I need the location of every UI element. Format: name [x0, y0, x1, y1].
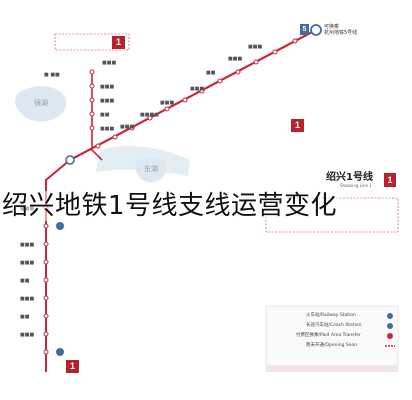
- station-label: ■■■: [20, 242, 35, 248]
- station: [43, 277, 49, 283]
- station-label: ■■■: [228, 56, 243, 62]
- donghu-lake: [135, 156, 167, 183]
- station: [43, 331, 49, 337]
- top-note-box: [54, 33, 130, 51]
- station-label: ■■■: [100, 98, 115, 104]
- line-logo-name-cn: 绍兴1号线: [326, 172, 373, 183]
- station-label: ■■■: [20, 296, 35, 302]
- terminal-label: 可换乘 杭州地铁5号线: [324, 24, 357, 36]
- station: [182, 97, 188, 103]
- diagonal-stations: [95, 38, 298, 149]
- station: [43, 223, 49, 229]
- station: [43, 349, 49, 355]
- line-logo-name-en: Shaoxing Line 1: [340, 183, 372, 188]
- station-label: ■■■: [100, 84, 115, 90]
- station: [43, 259, 49, 265]
- station: [112, 134, 118, 140]
- legend-icons: [385, 313, 395, 347]
- right-line-badge: 1: [291, 119, 304, 132]
- legend-box: [265, 305, 399, 367]
- station: [89, 97, 95, 103]
- transfer-hub: [65, 155, 75, 165]
- railway-legend-icon: [387, 313, 393, 319]
- branch-stations: [89, 69, 95, 131]
- station: [43, 241, 49, 247]
- station-label: ■■■: [190, 86, 205, 92]
- lake-label-donghu: 东湖: [144, 165, 158, 173]
- footer-strip: [266, 366, 398, 372]
- station: [43, 295, 49, 301]
- station: [235, 69, 241, 75]
- terminal-label-line1: 可换乘: [324, 24, 340, 30]
- station-label: ■■■: [120, 124, 135, 130]
- station: [199, 88, 205, 94]
- station-label: ■■■■: [140, 112, 159, 118]
- station-label: ■■: [20, 278, 30, 284]
- station: [147, 115, 153, 121]
- station-label: ■■■: [160, 100, 175, 106]
- station: [95, 143, 101, 149]
- station: [89, 69, 95, 75]
- line1-branch-track: [91, 70, 103, 161]
- line5-badge: 5: [300, 24, 309, 35]
- railway-station-icon: [56, 222, 64, 230]
- line-logo: 绍兴1号线 Shaoxing Line 1 1: [326, 172, 396, 190]
- station-label: ■■■: [100, 126, 115, 132]
- transfer-legend-icon: [387, 333, 393, 339]
- bottom-line-badge: 1: [66, 360, 79, 373]
- coach-legend-icon: [387, 323, 393, 329]
- station-label: ■■■: [20, 332, 35, 338]
- line1-south-track: [45, 159, 71, 372]
- jinghu-lake: [15, 86, 67, 122]
- coach-station-icon: [56, 348, 64, 356]
- legend-transfer: 付费区换乘/Paid Area Transfer: [296, 333, 361, 338]
- station-label: ■■■: [20, 260, 35, 266]
- station: [89, 111, 95, 117]
- headline: 绍兴地铁1号线支线运营变化: [0, 191, 340, 221]
- station-label: ■■: [20, 314, 30, 320]
- station: [89, 83, 95, 89]
- station: [217, 78, 223, 84]
- station: [43, 313, 49, 319]
- station-label: ■■■: [248, 44, 263, 50]
- legend-railway: 火车站/Railway Station: [306, 313, 356, 318]
- top-note-badge: 1: [112, 36, 125, 49]
- station: [164, 106, 170, 112]
- legend-opening-soon: 暂未开通/Opening Soon: [306, 343, 358, 348]
- legend-coach: 长途汽车站/Coach Station: [306, 323, 362, 328]
- station-label: ■■■: [102, 60, 117, 66]
- terminal-label-line2: 杭州地铁5号线: [324, 30, 358, 36]
- station: [253, 59, 259, 65]
- south-stations: [43, 205, 49, 355]
- lake-label-jinghu: 镜湖: [34, 99, 48, 107]
- station: [89, 125, 95, 131]
- station-label: ■■: [100, 112, 110, 118]
- station-label: ■ ■■: [44, 72, 60, 78]
- station: [272, 49, 278, 55]
- terminal-circle: [310, 24, 322, 36]
- station: [292, 38, 298, 44]
- station: [129, 125, 135, 131]
- line-logo-badge: 1: [384, 173, 396, 187]
- station-label: ■■: [206, 70, 216, 76]
